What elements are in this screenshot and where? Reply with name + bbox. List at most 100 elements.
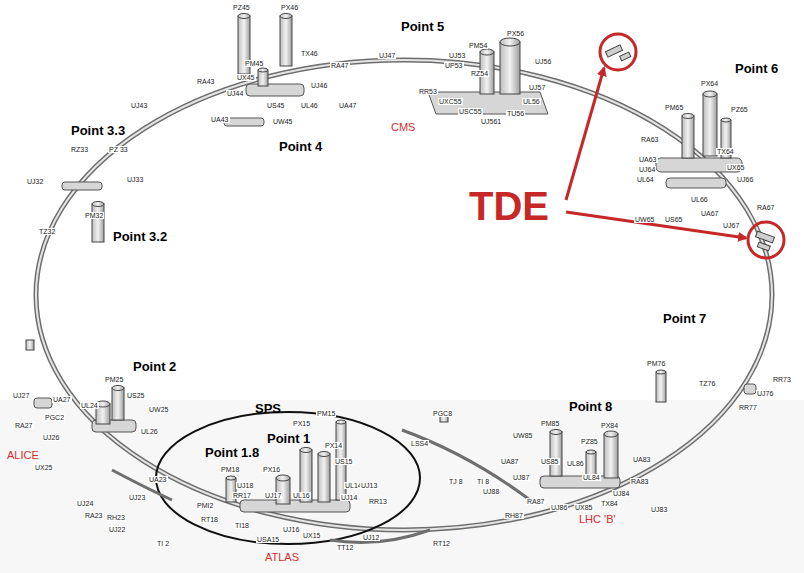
area-label: RR53 [418,88,438,95]
area-label: RA87 [526,498,546,505]
caverns [34,84,756,512]
area-label: TX84 [600,500,619,507]
point-label: Point 5 [400,20,445,33]
area-label: UW85 [512,432,533,439]
area-label: UA43 [210,116,230,123]
area-label: RT12 [432,540,451,547]
point-label: Point 6 [734,62,779,75]
area-label: UJ22 [108,526,126,533]
area-label: UJ12 [362,534,380,541]
area-label: PX64 [700,80,719,87]
sps-ring [156,412,420,544]
area-label: UX15 [302,532,322,539]
area-label: UJ46 [310,82,328,89]
area-label: UJ32 [26,178,44,185]
area-label: UJ27 [12,392,30,399]
point-label: Point 8 [568,400,613,413]
area-label: UL56 [522,98,541,105]
area-label: RR17 [232,492,252,499]
area-label: PMI2 [196,502,214,509]
area-label: PGC2 [44,414,65,421]
area-label: UL86 [566,460,585,467]
area-label: UJ44 [226,90,244,97]
area-label: UJ23 [128,494,146,501]
area-label: UJ33 [126,176,144,183]
area-label: US25 [126,392,146,399]
point-label: Point 7 [662,312,707,325]
area-label: UJ86 [550,504,568,511]
area-label: TX64 [716,148,735,155]
access-shafts [26,14,731,505]
transfer-lines [112,430,530,542]
area-label: UJ67 [722,222,740,229]
area-label: US15 [334,458,354,465]
experiment-label: ATLAS [264,552,300,563]
area-label: TZ32 [38,228,56,235]
area-label: PM45 [244,60,264,67]
point-label: Point 3.2 [112,230,168,243]
area-label: UX65 [726,164,746,171]
area-label: UA23 [148,476,168,483]
area-label: UL16 [292,492,311,499]
area-label: PX84 [600,422,619,429]
area-label: PGC8 [432,410,453,417]
area-label: PX14 [324,442,343,449]
area-label: UJ561 [480,118,502,125]
area-label: PM85 [540,420,560,427]
area-label: UJ14 [340,494,358,501]
area-label: UJ47 [378,52,396,59]
area-label: UJ57 [528,84,546,91]
area-label: UJ87 [512,474,530,481]
area-label: RA83 [630,478,650,485]
area-label: UX25 [34,464,54,471]
point-label: Point 3.3 [70,124,126,137]
point-label: Point 4 [278,140,323,153]
tde-highlight-circles [600,34,784,258]
area-label: PX15 [292,420,311,427]
area-label: RA47 [330,62,350,69]
area-label: UL24 [80,402,99,409]
area-label: LSS4 [410,440,429,447]
area-label: US65 [664,216,684,223]
experiment-label: CMS [390,122,416,133]
area-label: UL26 [140,428,159,435]
area-label: TT12 [336,544,354,551]
area-label: TJ 8 [448,478,464,485]
area-label: UA87 [500,458,520,465]
area-label: RR13 [368,498,388,505]
area-label: UA83 [632,456,652,463]
point-label: SPS [254,402,282,415]
area-label: UA27 [52,396,72,403]
area-label: USA15 [256,536,280,543]
area-label: TI 8 [476,478,490,485]
area-label: TX46 [300,50,319,57]
area-label: RR77 [738,404,758,411]
area-label: US45 [266,102,286,109]
area-label: RA43 [196,78,216,85]
area-label: RA27 [14,422,34,429]
area-label: UW65 [634,216,655,223]
area-label: TI 2 [156,540,170,547]
area-label: PM15 [316,410,336,417]
area-label: UW45 [272,118,293,125]
area-label: RT18 [200,516,219,523]
area-label: RR73 [772,376,792,383]
experiment-label: LHC 'B' [578,514,617,525]
area-label: RZ54 [470,70,489,77]
area-label: UJ53 [448,52,466,59]
area-label: UJ83 [650,506,668,513]
area-label: TU56 [506,110,525,117]
area-label: UJ16 [282,526,300,533]
area-label: UJ43 [130,102,148,109]
area-label: PM32 [84,212,104,219]
area-label: US85 [540,458,560,465]
area-label: UJ17 [264,492,282,499]
area-label: UJ56 [534,58,552,65]
area-label: PX46 [280,4,299,11]
area-label: UJ26 [42,434,60,441]
area-label: RH87 [504,512,524,519]
area-label: UA67 [700,210,720,217]
area-label: USC55 [458,108,483,115]
area-label: PM25 [104,376,124,383]
